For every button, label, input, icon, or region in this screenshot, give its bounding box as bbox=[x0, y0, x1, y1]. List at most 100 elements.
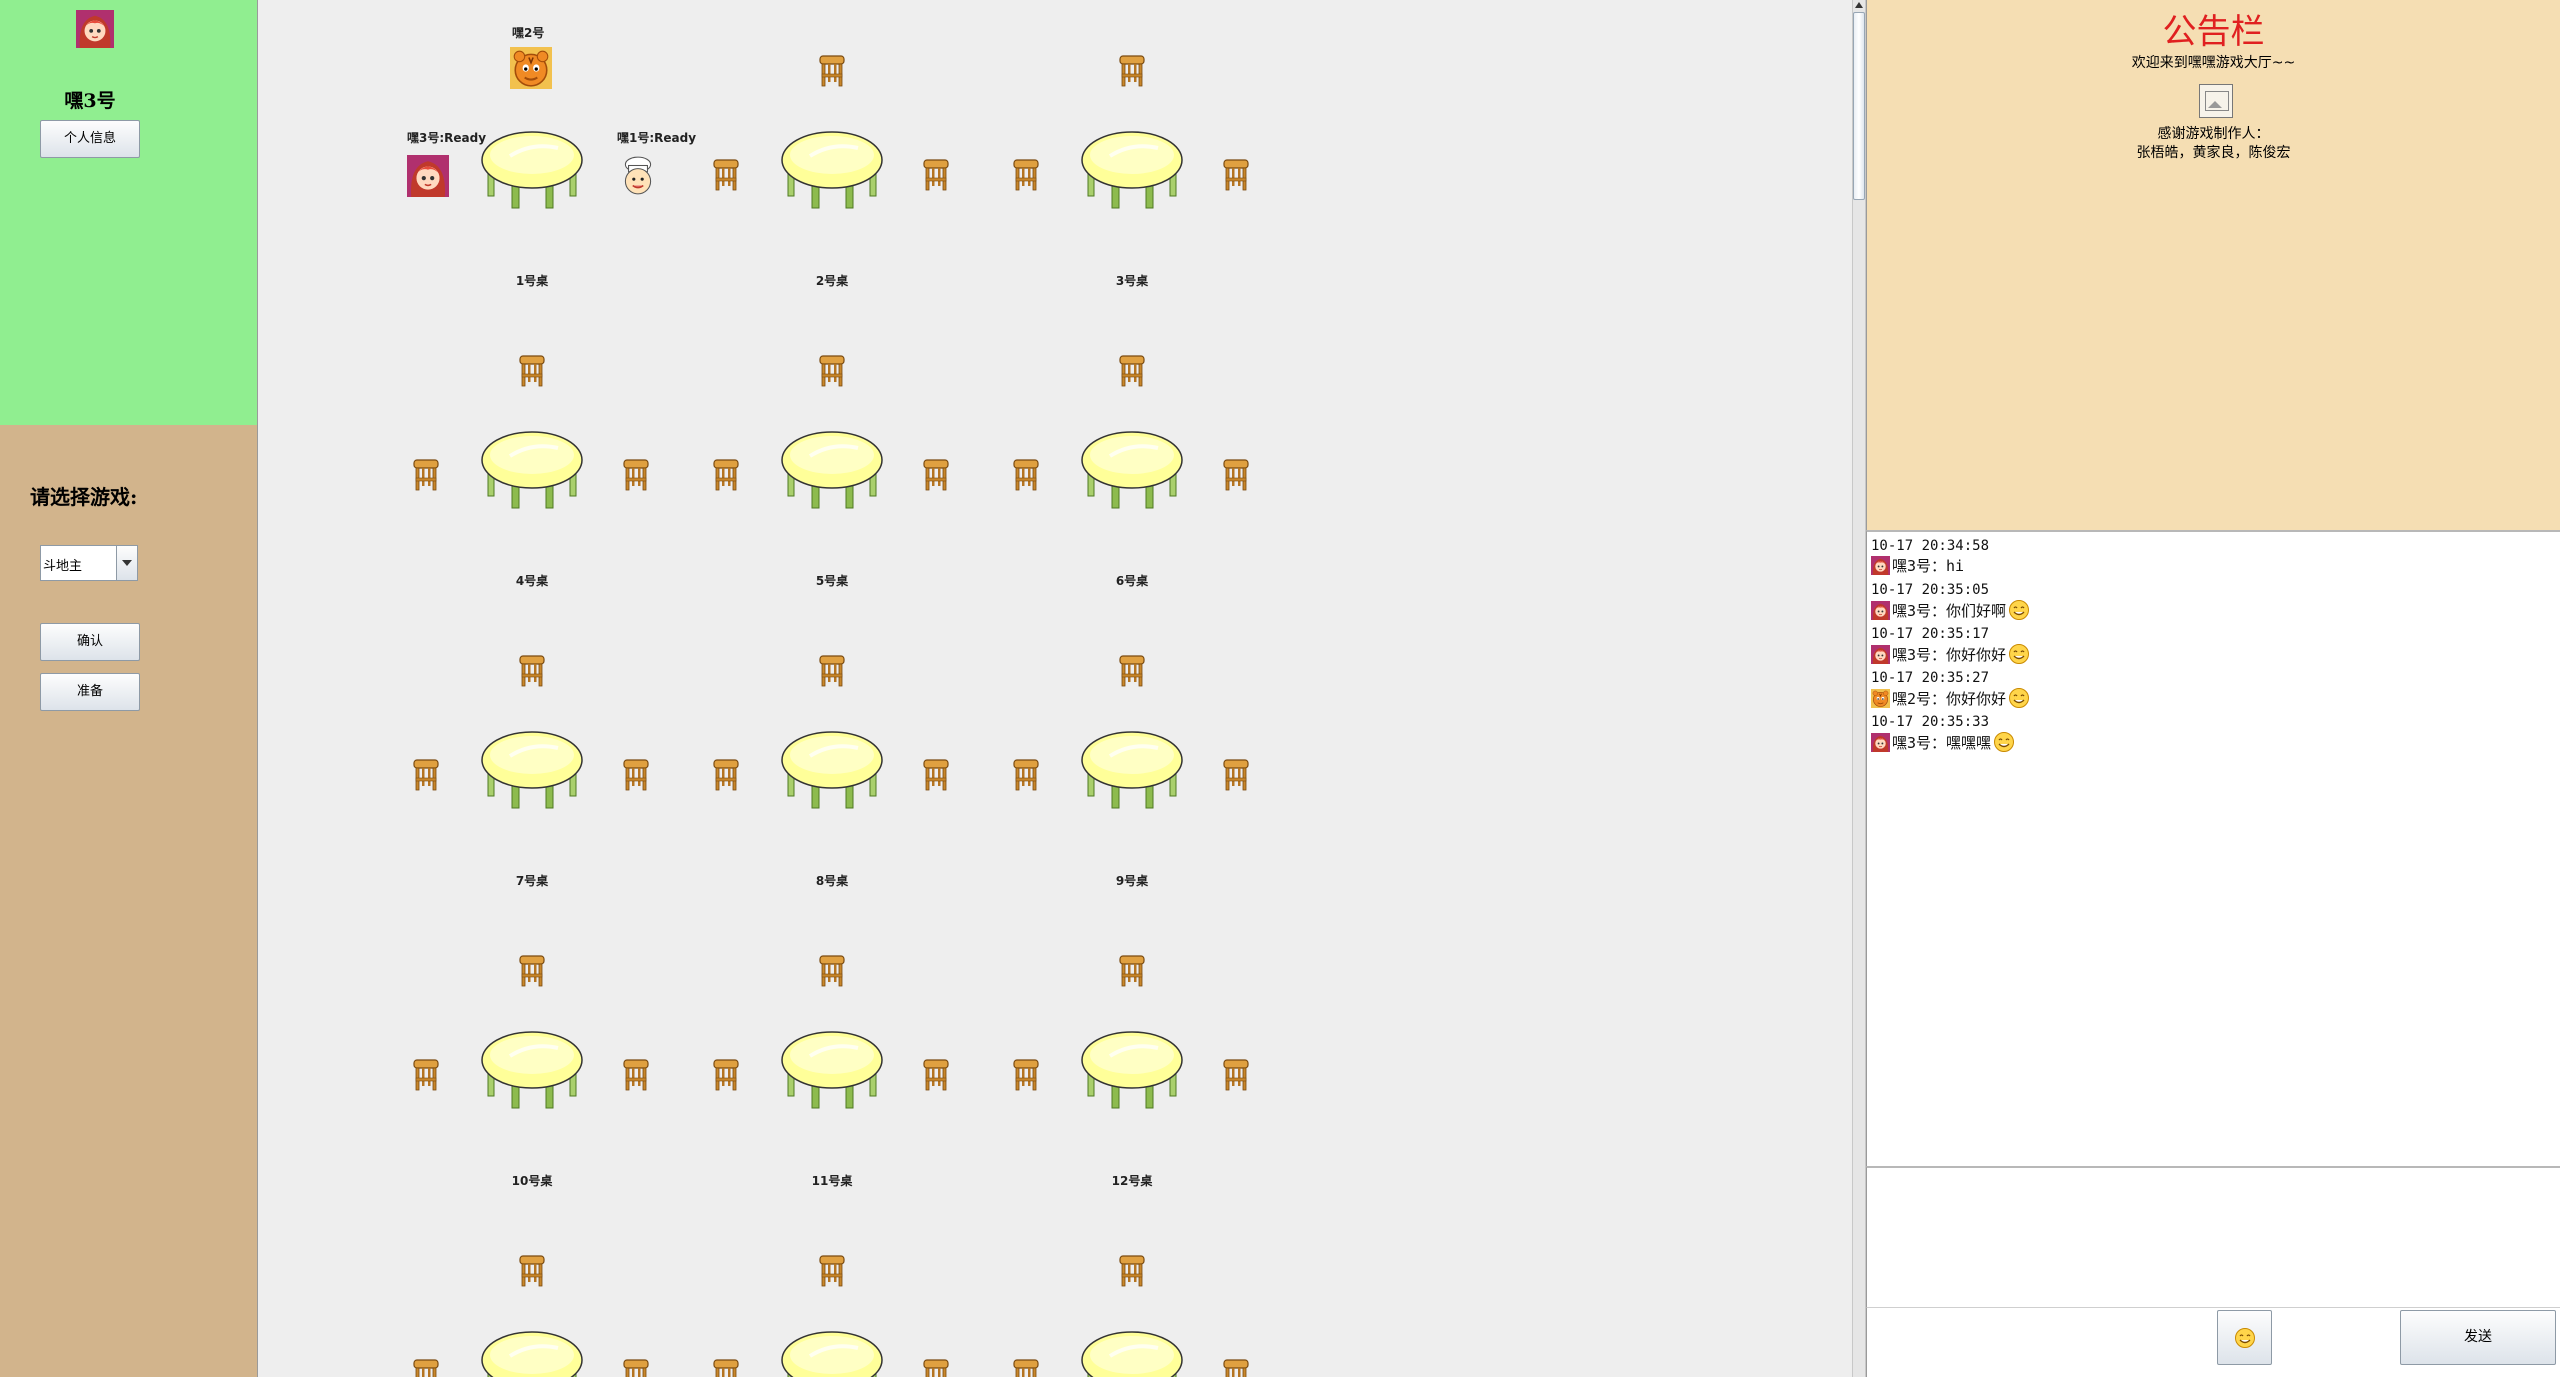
confirm-button[interactable]: 确认 bbox=[40, 623, 140, 661]
ready-button[interactable]: 准备 bbox=[40, 673, 140, 711]
stool-right-11[interactable] bbox=[920, 1058, 952, 1092]
send-button[interactable]: 发送 bbox=[2400, 1310, 2556, 1365]
table-label: 2号桌 bbox=[815, 274, 849, 288]
stool-top-12[interactable] bbox=[1116, 954, 1148, 988]
tiger-avatar-icon[interactable] bbox=[510, 47, 552, 89]
profile-button[interactable]: 个人信息 bbox=[40, 120, 140, 158]
table-13[interactable] bbox=[480, 1328, 584, 1377]
game-lobby bbox=[257, 0, 1852, 1377]
table-5[interactable] bbox=[780, 428, 884, 512]
girl-avatar-icon[interactable] bbox=[407, 155, 449, 197]
stool-left-10[interactable] bbox=[410, 1058, 442, 1092]
game-dropdown-value: 斗地主 bbox=[43, 559, 83, 574]
table-label: 8号桌 bbox=[815, 874, 849, 888]
emoji-button[interactable] bbox=[2217, 1310, 2272, 1365]
notice-welcome: 欢迎来到嘿嘿游戏大厅~~ bbox=[2131, 55, 2296, 71]
stool-top-4[interactable] bbox=[516, 354, 548, 388]
stool-left-7[interactable] bbox=[410, 758, 442, 792]
table-11[interactable] bbox=[780, 1028, 884, 1112]
chat-timestamp: 10-17 20:35:27 bbox=[1871, 670, 1990, 686]
chat-message: 嘿2号：你好你好 bbox=[1871, 687, 2030, 709]
game-dropdown[interactable]: 斗地主 bbox=[40, 545, 138, 581]
notice-thanks: 感谢游戏制作人： bbox=[2157, 126, 2270, 142]
chat-message: 嘿3号：你们好啊 bbox=[1871, 599, 2030, 621]
chat-input[interactable] bbox=[1866, 1166, 2560, 1308]
table-label: 1号桌 bbox=[515, 274, 549, 288]
stool-top-7[interactable] bbox=[516, 654, 548, 688]
stool-right-6[interactable] bbox=[1220, 458, 1252, 492]
stool-right-2[interactable] bbox=[920, 158, 952, 192]
table-8[interactable] bbox=[780, 728, 884, 812]
table-4[interactable] bbox=[480, 428, 584, 512]
table-1[interactable] bbox=[480, 128, 584, 212]
stool-right-3[interactable] bbox=[1220, 158, 1252, 192]
scroll-up-arrow-icon[interactable] bbox=[1855, 2, 1863, 8]
stool-top-3[interactable] bbox=[1116, 54, 1148, 88]
stool-right-15[interactable] bbox=[1220, 1358, 1252, 1377]
stool-left-5[interactable] bbox=[710, 458, 742, 492]
chef-avatar-icon[interactable] bbox=[617, 155, 659, 197]
smiley-icon bbox=[1993, 731, 2015, 753]
stool-right-9[interactable] bbox=[1220, 758, 1252, 792]
table-label: 6号桌 bbox=[1115, 574, 1149, 588]
stool-left-2[interactable] bbox=[710, 158, 742, 192]
stool-left-15[interactable] bbox=[1010, 1358, 1042, 1377]
lobby-scrollbar[interactable] bbox=[1852, 0, 1866, 1377]
tiger-avatar-icon bbox=[1871, 689, 1890, 708]
table-9[interactable] bbox=[1080, 728, 1184, 812]
table-7[interactable] bbox=[480, 728, 584, 812]
stool-top-2[interactable] bbox=[816, 54, 848, 88]
table-label: 7号桌 bbox=[515, 874, 549, 888]
stool-top-10[interactable] bbox=[516, 954, 548, 988]
stool-right-8[interactable] bbox=[920, 758, 952, 792]
stool-top-6[interactable] bbox=[1116, 354, 1148, 388]
smiley-icon bbox=[2008, 643, 2030, 665]
chat-message-text: 嘿3号：你好你好 bbox=[1892, 645, 2007, 664]
stool-right-13[interactable] bbox=[620, 1358, 652, 1377]
game-select-prompt: 请选择游戏: bbox=[30, 485, 138, 509]
notice-title: 公告栏 bbox=[2162, 12, 2265, 52]
stool-right-14[interactable] bbox=[920, 1358, 952, 1377]
girl-avatar-icon bbox=[1871, 645, 1890, 664]
table-label: 3号桌 bbox=[1115, 274, 1149, 288]
stool-left-13[interactable] bbox=[410, 1358, 442, 1377]
stool-right-12[interactable] bbox=[1220, 1058, 1252, 1092]
smiley-icon bbox=[2008, 599, 2030, 621]
table-label: 10号桌 bbox=[511, 1174, 553, 1188]
table-15[interactable] bbox=[1080, 1328, 1184, 1377]
chat-message: 嘿3号：hi bbox=[1871, 555, 1964, 576]
stool-top-14[interactable] bbox=[816, 1254, 848, 1288]
stool-left-8[interactable] bbox=[710, 758, 742, 792]
lobby-scroll-thumb[interactable] bbox=[1853, 12, 1865, 200]
seat-right-label: 嘿1号:Ready bbox=[617, 131, 697, 145]
stool-left-4[interactable] bbox=[410, 458, 442, 492]
chat-message-text: 嘿3号：hi bbox=[1892, 557, 1965, 575]
stool-right-7[interactable] bbox=[620, 758, 652, 792]
stool-right-10[interactable] bbox=[620, 1058, 652, 1092]
stool-top-5[interactable] bbox=[816, 354, 848, 388]
stool-top-11[interactable] bbox=[816, 954, 848, 988]
stool-left-9[interactable] bbox=[1010, 758, 1042, 792]
stool-left-12[interactable] bbox=[1010, 1058, 1042, 1092]
image-placeholder-icon bbox=[2199, 84, 2233, 118]
stool-top-13[interactable] bbox=[516, 1254, 548, 1288]
stool-left-14[interactable] bbox=[710, 1358, 742, 1377]
stool-right-4[interactable] bbox=[620, 458, 652, 492]
stool-left-6[interactable] bbox=[1010, 458, 1042, 492]
table-14[interactable] bbox=[780, 1328, 884, 1377]
table-3[interactable] bbox=[1080, 128, 1184, 212]
stool-top-8[interactable] bbox=[816, 654, 848, 688]
chevron-down-icon[interactable] bbox=[116, 546, 137, 580]
table-12[interactable] bbox=[1080, 1028, 1184, 1112]
stool-right-5[interactable] bbox=[920, 458, 952, 492]
stool-left-11[interactable] bbox=[710, 1058, 742, 1092]
table-2[interactable] bbox=[780, 128, 884, 212]
table-10[interactable] bbox=[480, 1028, 584, 1112]
table-6[interactable] bbox=[1080, 428, 1184, 512]
table-label: 5号桌 bbox=[815, 574, 849, 588]
stool-top-9[interactable] bbox=[1116, 654, 1148, 688]
stool-top-15[interactable] bbox=[1116, 1254, 1148, 1288]
chat-toolbar: 发送 bbox=[1866, 1308, 2560, 1377]
chat-timestamp: 10-17 20:35:05 bbox=[1871, 582, 1990, 598]
stool-left-3[interactable] bbox=[1010, 158, 1042, 192]
